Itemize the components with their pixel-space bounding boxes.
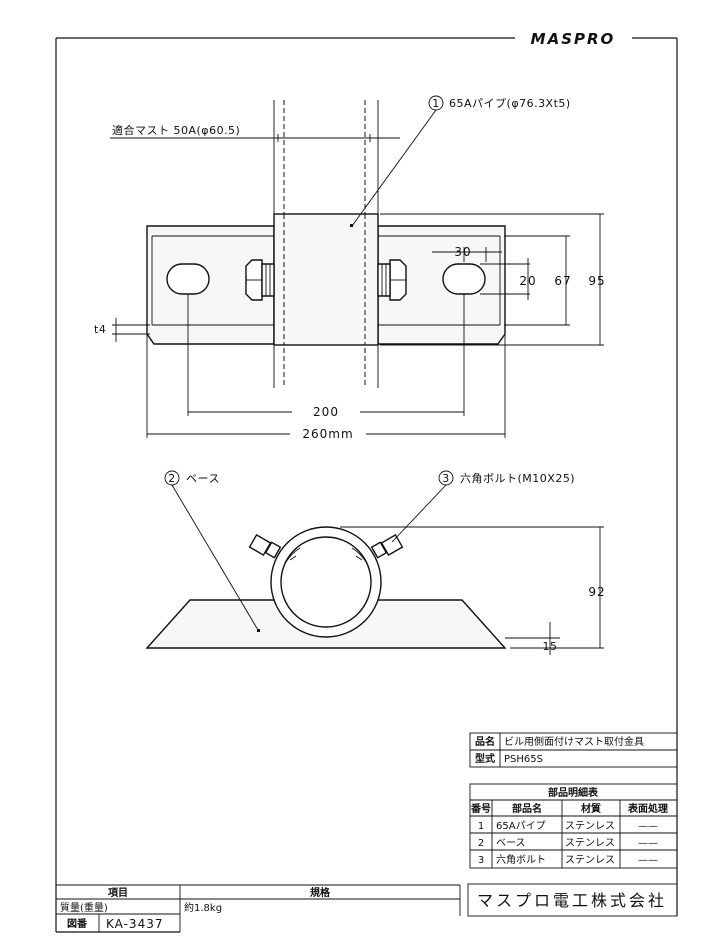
parts-header-finish: 表面処理 [627,802,668,815]
top-view: 適合マスト 50A(φ60.5) 1 65Aパイプ(φ76.3Xt5) 30 2… [94,95,605,441]
dim-slot-height: 20 [519,274,536,288]
spec-drawing-no: KA-3437 [106,917,163,931]
hex-bolt-left [245,259,275,301]
spec-drawing-label: 図番 [67,917,88,930]
parts-row-2-no: 2 [478,838,484,849]
company-block: マスプロ電工株式会社 [467,883,678,917]
dim-outer-height: 95 [588,274,605,288]
hex-bolt-right [377,259,407,301]
parts-header-name: 部品名 [512,802,542,815]
mast-label: 適合マスト 50A(φ60.5) [112,123,240,137]
callout-3-label: 六角ボルト(M10X25) [460,472,575,485]
parts-table-title: 部品明細表 [548,786,599,799]
dim-length: 260mm [302,427,353,441]
parts-row-1-finish: —— [638,821,658,832]
parts-row-3-finish: —— [638,855,658,866]
parts-row-1-name: 65Aパイプ [496,820,546,832]
pipe-ring-inner [280,536,372,628]
callout-2-label: ベース [186,472,220,485]
spec-weight: 約1.8kg [184,901,222,914]
product-model: PSH65S [504,754,543,765]
parts-row-3-no: 3 [478,855,484,866]
parts-row-3-material: ステンレス [565,855,615,866]
slot-left [166,263,210,295]
product-model-label: 型式 [475,752,495,765]
drawing-frame: MASPRO [55,30,678,933]
dim-slot-width: 30 [454,245,471,259]
parts-header-no: 番号 [470,802,491,815]
product-table: 品名 ビル用側面付けマスト取付金具 型式 PSH65S [469,732,678,768]
front-bolt-right [370,533,404,559]
spec-weight-label: 質量(重量) [60,901,108,914]
spec-col-item: 項目 [108,887,128,899]
pipe-block [273,213,379,346]
brand-logo: MASPRO [531,30,616,48]
front-bolt-left [248,533,282,559]
parts-row-2-name: ベース [496,837,526,849]
spec-col-spec: 規格 [310,886,331,899]
dim-height: 92 [588,585,605,599]
callout-2-number: 2 [168,472,176,485]
callout-1-number: 1 [432,97,440,110]
front-view: 2 ベース 3 六角ボルト(M10X25) 92 15 [145,470,605,655]
parts-row-1-no: 1 [478,821,484,832]
parts-row-3-name: 六角ボルト [496,854,546,866]
callout-1-label: 65Aパイプ(φ76.3Xt5) [449,97,571,110]
company-name: マスプロ電工株式会社 [477,891,667,910]
dim-pitch: 200 [313,405,339,419]
parts-table: 部品明細表 番号 部品名 材質 表面処理 1 65Aパイプ ステンレス —— 2… [469,783,678,869]
parts-row-1-material: ステンレス [565,821,615,832]
product-name-label: 品名 [475,735,495,748]
dim-inner-height: 67 [554,274,571,288]
callout-3-number: 3 [442,472,450,485]
parts-row-2-finish: —— [638,838,658,849]
dim-thickness: t4 [94,323,106,336]
spec-table: 項目 規格 質量(重量) 約1.8kg 図番 KA-3437 [56,884,461,932]
product-name: ビル用側面付けマスト取付金具 [504,735,644,748]
dim-foot: 15 [543,640,558,653]
base-plate [146,225,275,345]
parts-row-2-material: ステンレス [565,838,615,849]
parts-header-material: 材質 [581,802,601,815]
slot-right [442,263,486,295]
